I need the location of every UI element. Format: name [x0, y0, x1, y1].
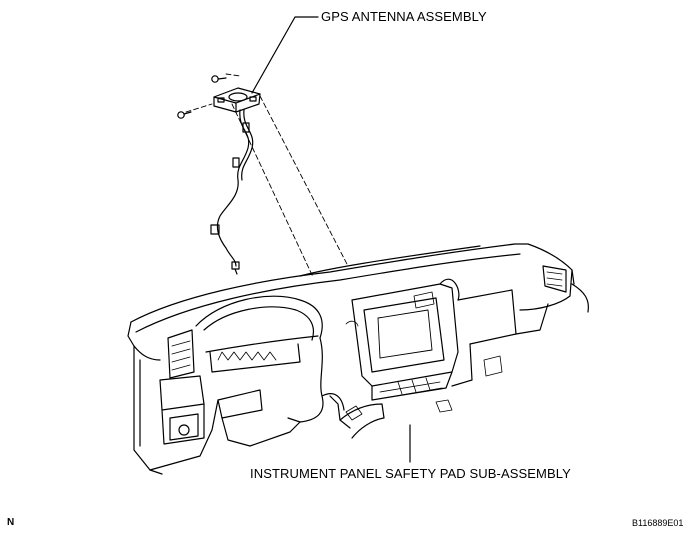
instrument-panel-safety-pad-label: INSTRUMENT PANEL SAFETY PAD SUB-ASSEMBLY [250, 466, 571, 481]
gps-antenna-assembly [213, 87, 261, 113]
install-guide-lines [185, 73, 349, 278]
figure-code: B116889E01 [632, 518, 684, 528]
corner-marker: N [7, 517, 15, 528]
gps-antenna-assembly-label: GPS ANTENNA ASSEMBLY [321, 9, 487, 24]
mounting-screw [177, 111, 192, 119]
antenna-leader-line [251, 16, 319, 94]
instrument-panel-safety-pad [127, 243, 590, 475]
antenna-cable [210, 109, 254, 275]
mounting-screw [211, 75, 227, 83]
